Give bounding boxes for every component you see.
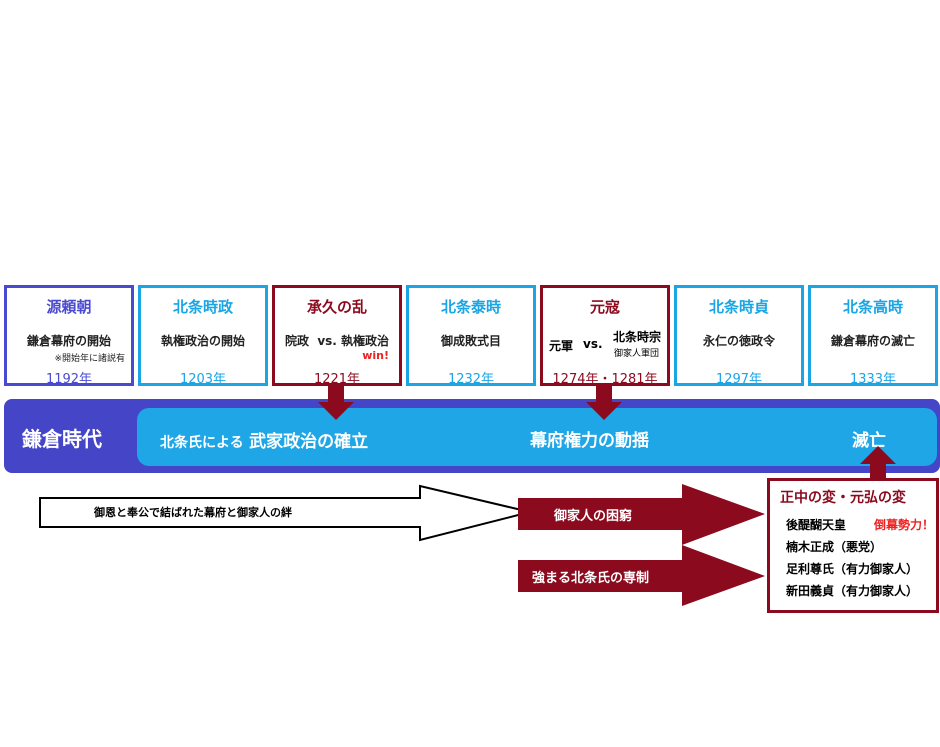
final-tag: 倒幕勢力！ bbox=[874, 518, 935, 532]
red-arrow-2 bbox=[518, 545, 765, 606]
desc-right: 執権政治 bbox=[341, 334, 390, 348]
event-title: 北条時政 bbox=[172, 298, 233, 316]
event-year: 1221年 bbox=[313, 372, 361, 387]
red-arrow-2-label: 強まる北条氏の専制 bbox=[532, 571, 650, 586]
phase-1: 北条氏による 武家政治の確立 bbox=[160, 427, 368, 452]
desc-left: 元軍 bbox=[549, 339, 574, 353]
down-arrow-genko bbox=[586, 384, 622, 420]
final-row: 足利尊氏（有力御家人） bbox=[786, 562, 919, 576]
white-arrow-label: 御恩と奉公で結ばれた幕府と御家人の絆 bbox=[94, 506, 292, 519]
event-desc: 鎌倉幕府の滅亡 bbox=[830, 334, 915, 348]
era-label: 鎌倉時代 bbox=[22, 427, 102, 451]
event-box-yasutoki: 北条泰時 御成敗式目 1232年 bbox=[406, 285, 536, 387]
final-title: 正中の変・元弘の変 bbox=[780, 490, 906, 506]
event-year: 1192年 bbox=[45, 372, 93, 387]
event-year: 1203年 bbox=[179, 372, 227, 387]
down-arrow-jokyu bbox=[318, 384, 354, 420]
red-arrow-1-label: 御家人の困窮 bbox=[554, 509, 633, 524]
event-box-takatoki: 北条高時 鎌倉幕府の滅亡 1333年 bbox=[808, 285, 938, 387]
white-arrow bbox=[39, 484, 531, 542]
final-row: 後醍醐天皇 bbox=[786, 518, 847, 532]
desc-right: 北条時宗 bbox=[612, 330, 661, 344]
event-desc: 院政 vs. 執権政治 bbox=[275, 332, 399, 349]
event-desc: 執権政治の開始 bbox=[160, 334, 245, 348]
event-title: 元寇 bbox=[589, 298, 620, 316]
vs-label: vs. bbox=[317, 334, 337, 348]
event-box-sadatoki: 北条時貞 永仁の徳政令 1297年 bbox=[674, 285, 804, 387]
phase-band bbox=[137, 408, 937, 466]
desc-sub: 御家人軍団 bbox=[613, 349, 659, 359]
event-box-minamoto: 源頼朝 鎌倉幕府の開始 ※開始年に諸説有 1192年 bbox=[4, 285, 134, 387]
vs-label: vs. bbox=[583, 337, 603, 351]
red-arrow-1 bbox=[518, 484, 765, 545]
event-desc: 永仁の徳政令 bbox=[702, 334, 775, 348]
final-row: 楠木正成（悪党） bbox=[786, 540, 883, 554]
event-title: 承久の乱 bbox=[306, 298, 367, 316]
event-title: 北条時貞 bbox=[708, 298, 769, 316]
event-year: 1274年・1281年 bbox=[552, 372, 658, 387]
event-year: 1333年 bbox=[849, 372, 897, 387]
event-box-tokimasa: 北条時政 執権政治の開始 1203年 bbox=[138, 285, 268, 387]
win-label: win! bbox=[362, 349, 389, 362]
event-desc: 鎌倉幕府の開始 bbox=[26, 334, 111, 348]
event-year: 1297年 bbox=[715, 372, 763, 387]
event-box-genko: 元寇 元軍 vs. 北条時宗 御家人軍団 1274年・1281年 bbox=[540, 285, 670, 387]
desc-left: 院政 bbox=[284, 334, 309, 348]
phase-2: 幕府権力の動揺 bbox=[530, 431, 649, 451]
event-desc: 御成敗式目 bbox=[440, 334, 501, 348]
phase-1-prefix: 北条氏による bbox=[160, 435, 244, 451]
event-title: 北条泰時 bbox=[440, 298, 501, 316]
event-note: ※開始年に諸説有 bbox=[54, 354, 125, 364]
event-title: 北条高時 bbox=[842, 298, 903, 316]
final-box: 正中の変・元弘の変 後醍醐天皇 倒幕勢力！ 楠木正成（悪党） 足利尊氏（有力御家… bbox=[767, 478, 939, 613]
phase-3: 滅亡 bbox=[852, 431, 886, 451]
final-row: 新田義貞（有力御家人） bbox=[786, 584, 919, 598]
event-year: 1232年 bbox=[447, 372, 495, 387]
phase-1-main: 武家政治の確立 bbox=[249, 432, 369, 452]
event-title: 源頼朝 bbox=[46, 298, 92, 316]
up-arrow-final bbox=[860, 446, 896, 482]
